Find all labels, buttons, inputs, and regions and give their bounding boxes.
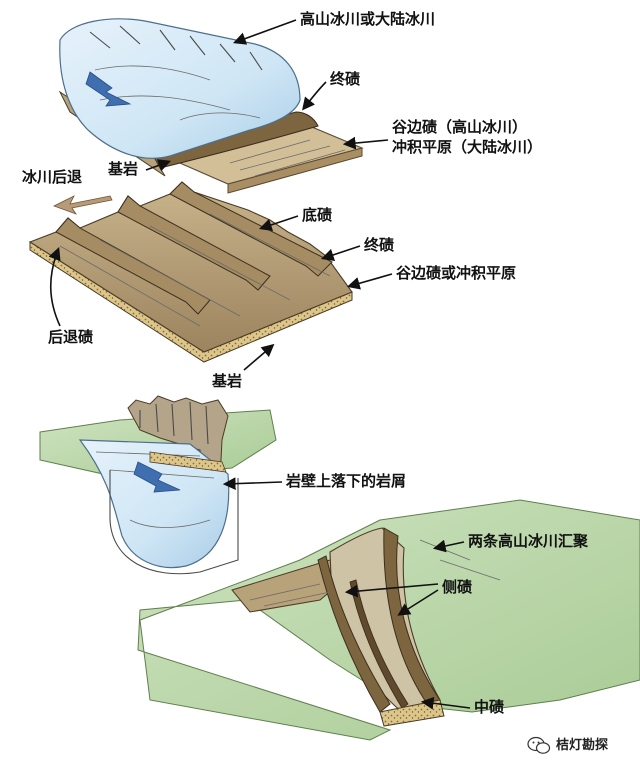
outwash-plain-edge: [227, 147, 363, 194]
retreat-arrow: [52, 195, 113, 215]
label-bedrock-2: 基岩: [211, 372, 242, 390]
watermark: 桔灯勘探: [527, 736, 608, 754]
label-terminal-moraine-1: 终碛: [330, 70, 360, 88]
label-outwash-plain: 冲积平原（大陆冰川）: [392, 138, 542, 156]
panel3-labels: 岩壁上落下的岩屑: [222, 472, 406, 491]
panel-glacier-terminus: [58, 18, 364, 194]
terminal-moraine-ridge-2: [169, 181, 333, 277]
panel-valley-glacier: [39, 395, 277, 575]
label-valley-train-or-outwash: 谷边碛或冲积平原: [396, 264, 516, 282]
label-bedrock-1: 基岩: [107, 160, 138, 178]
panel4-labels: 两条高山冰川汇聚 侧碛 中碛: [344, 532, 589, 716]
glacier-ice: [59, 18, 301, 159]
label-medial-moraine: 中碛: [474, 698, 504, 716]
label-lateral-moraine: 侧碛: [442, 578, 472, 596]
label-glacier-retreat: 冰川后退: [22, 168, 82, 186]
label-alpine-or-continental-glacier: 高山冰川或大陆冰川: [300, 10, 435, 28]
panel1-labels: 高山冰川或大陆冰川 终碛 谷边碛（高山冰川） 冲积平原（大陆冰川） 基岩: [107, 10, 542, 178]
label-valley-train: 谷边碛（高山冰川）: [392, 118, 527, 136]
valley-ice-flow-arrow: [133, 461, 181, 493]
label-two-glaciers-converge: 两条高山冰川汇聚: [468, 532, 589, 550]
rockfall-debris-band: [149, 451, 227, 473]
label-rockfall-debris: 岩壁上落下的岩屑: [285, 472, 406, 490]
label-ground-moraine: 底碛: [302, 206, 332, 224]
ice-flow-arrow: [85, 71, 132, 107]
panel-converging-glaciers: [137, 499, 640, 741]
recessional-moraine-ridge-2: [117, 195, 271, 291]
watermark-text: 桔灯勘探: [556, 737, 608, 753]
label-recessional-moraine: 后退碛: [48, 328, 93, 346]
label-terminal-moraine-2: 终碛: [364, 236, 394, 254]
panel2-labels: 冰川后退 底碛 终碛 谷边碛或冲积平原 后退碛 基岩: [22, 168, 516, 390]
wechat-icon: [527, 736, 551, 754]
